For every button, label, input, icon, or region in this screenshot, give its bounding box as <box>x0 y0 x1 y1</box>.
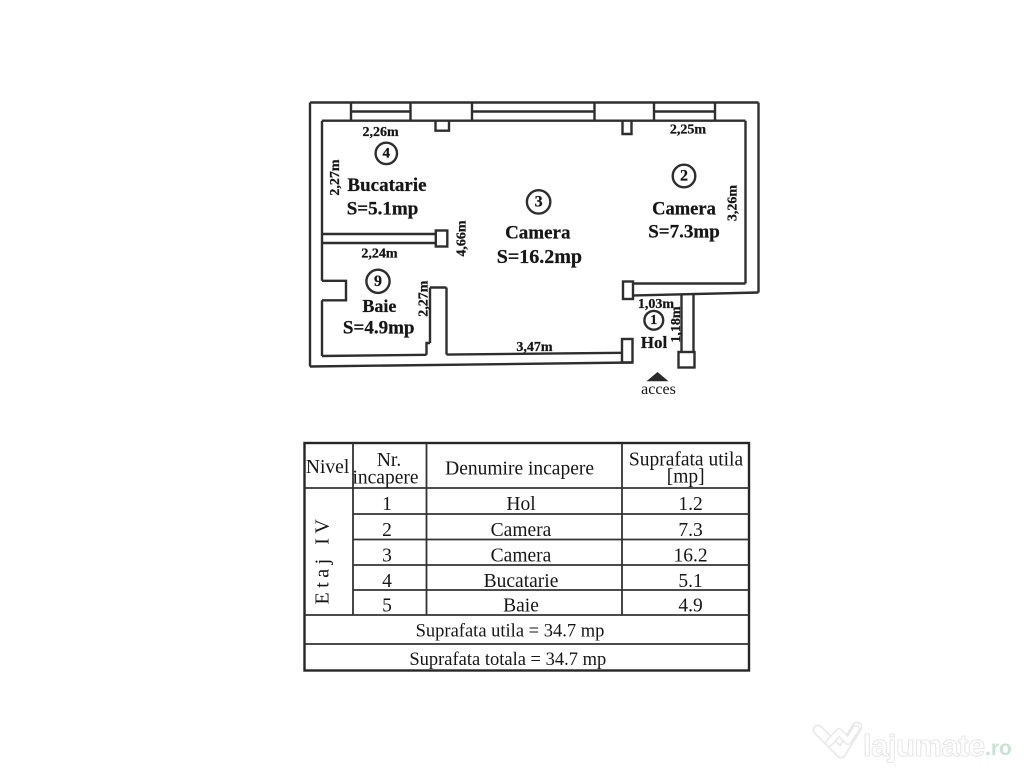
svg-text:3,26m: 3,26m <box>726 185 741 222</box>
svg-text:3,47m: 3,47m <box>516 340 553 355</box>
svg-text:2,24m: 2,24m <box>361 246 398 261</box>
svg-text:2: 2 <box>680 168 688 185</box>
svg-text:Suprafata totala = 34.7 mp: Suprafata totala = 34.7 mp <box>409 650 606 670</box>
svg-text:Suprafata utila = 34.7 mp: Suprafata utila = 34.7 mp <box>416 622 605 642</box>
svg-text:2,27m: 2,27m <box>328 159 343 196</box>
svg-text:Camera: Camera <box>491 520 552 541</box>
svg-text:9: 9 <box>374 273 382 290</box>
svg-text:3: 3 <box>382 546 392 567</box>
svg-text:acces: acces <box>641 381 676 398</box>
svg-text:5: 5 <box>382 596 392 617</box>
svg-text:S=4.9mp: S=4.9mp <box>343 318 415 339</box>
svg-text:16.2: 16.2 <box>673 546 707 567</box>
svg-text:1.2: 1.2 <box>678 494 702 515</box>
svg-text:Camera: Camera <box>505 223 571 244</box>
svg-text:4.9: 4.9 <box>678 596 702 617</box>
svg-text:Camera: Camera <box>652 200 716 220</box>
svg-text:2,27m: 2,27m <box>416 280 431 317</box>
svg-text:3: 3 <box>535 193 543 210</box>
svg-text:Bucatarie: Bucatarie <box>347 175 426 196</box>
svg-text:S=5.1mp: S=5.1mp <box>347 199 419 220</box>
svg-text:Suprafata utila: Suprafata utila <box>629 450 744 471</box>
svg-text:Camera: Camera <box>491 546 552 567</box>
svg-text:2,26m: 2,26m <box>363 125 400 140</box>
svg-text:7.3: 7.3 <box>678 520 702 541</box>
svg-text:1,03m: 1,03m <box>638 297 675 312</box>
svg-text:4: 4 <box>383 145 391 161</box>
svg-text:4,66m: 4,66m <box>455 220 470 257</box>
svg-text:lajumate: lajumate <box>863 728 985 763</box>
svg-text:Baie: Baie <box>362 296 396 316</box>
svg-text:1,18m: 1,18m <box>669 306 684 343</box>
svg-text:.ro: .ro <box>985 737 1012 760</box>
svg-text:2,25m: 2,25m <box>670 123 707 138</box>
svg-text:4: 4 <box>382 571 392 592</box>
svg-text:Bucatarie: Bucatarie <box>484 571 559 592</box>
svg-text:1: 1 <box>650 313 657 328</box>
svg-text:Baie: Baie <box>503 596 539 617</box>
svg-text:Hol: Hol <box>641 333 668 352</box>
svg-text:S=7.3mp: S=7.3mp <box>648 222 720 243</box>
svg-text:Nivel: Nivel <box>306 457 350 478</box>
svg-text:incapere: incapere <box>352 467 418 488</box>
svg-text:Nr.: Nr. <box>377 450 401 471</box>
svg-text:Denumire incapere: Denumire incapere <box>445 459 594 480</box>
svg-text:[mp]: [mp] <box>667 467 705 488</box>
svg-text:1: 1 <box>382 494 392 515</box>
svg-text:Etaj IV: Etaj IV <box>312 515 334 605</box>
svg-text:S=16.2mp: S=16.2mp <box>497 246 582 268</box>
svg-text:5.1: 5.1 <box>678 571 702 592</box>
svg-text:Hol: Hol <box>506 494 536 515</box>
svg-text:2: 2 <box>382 520 392 541</box>
